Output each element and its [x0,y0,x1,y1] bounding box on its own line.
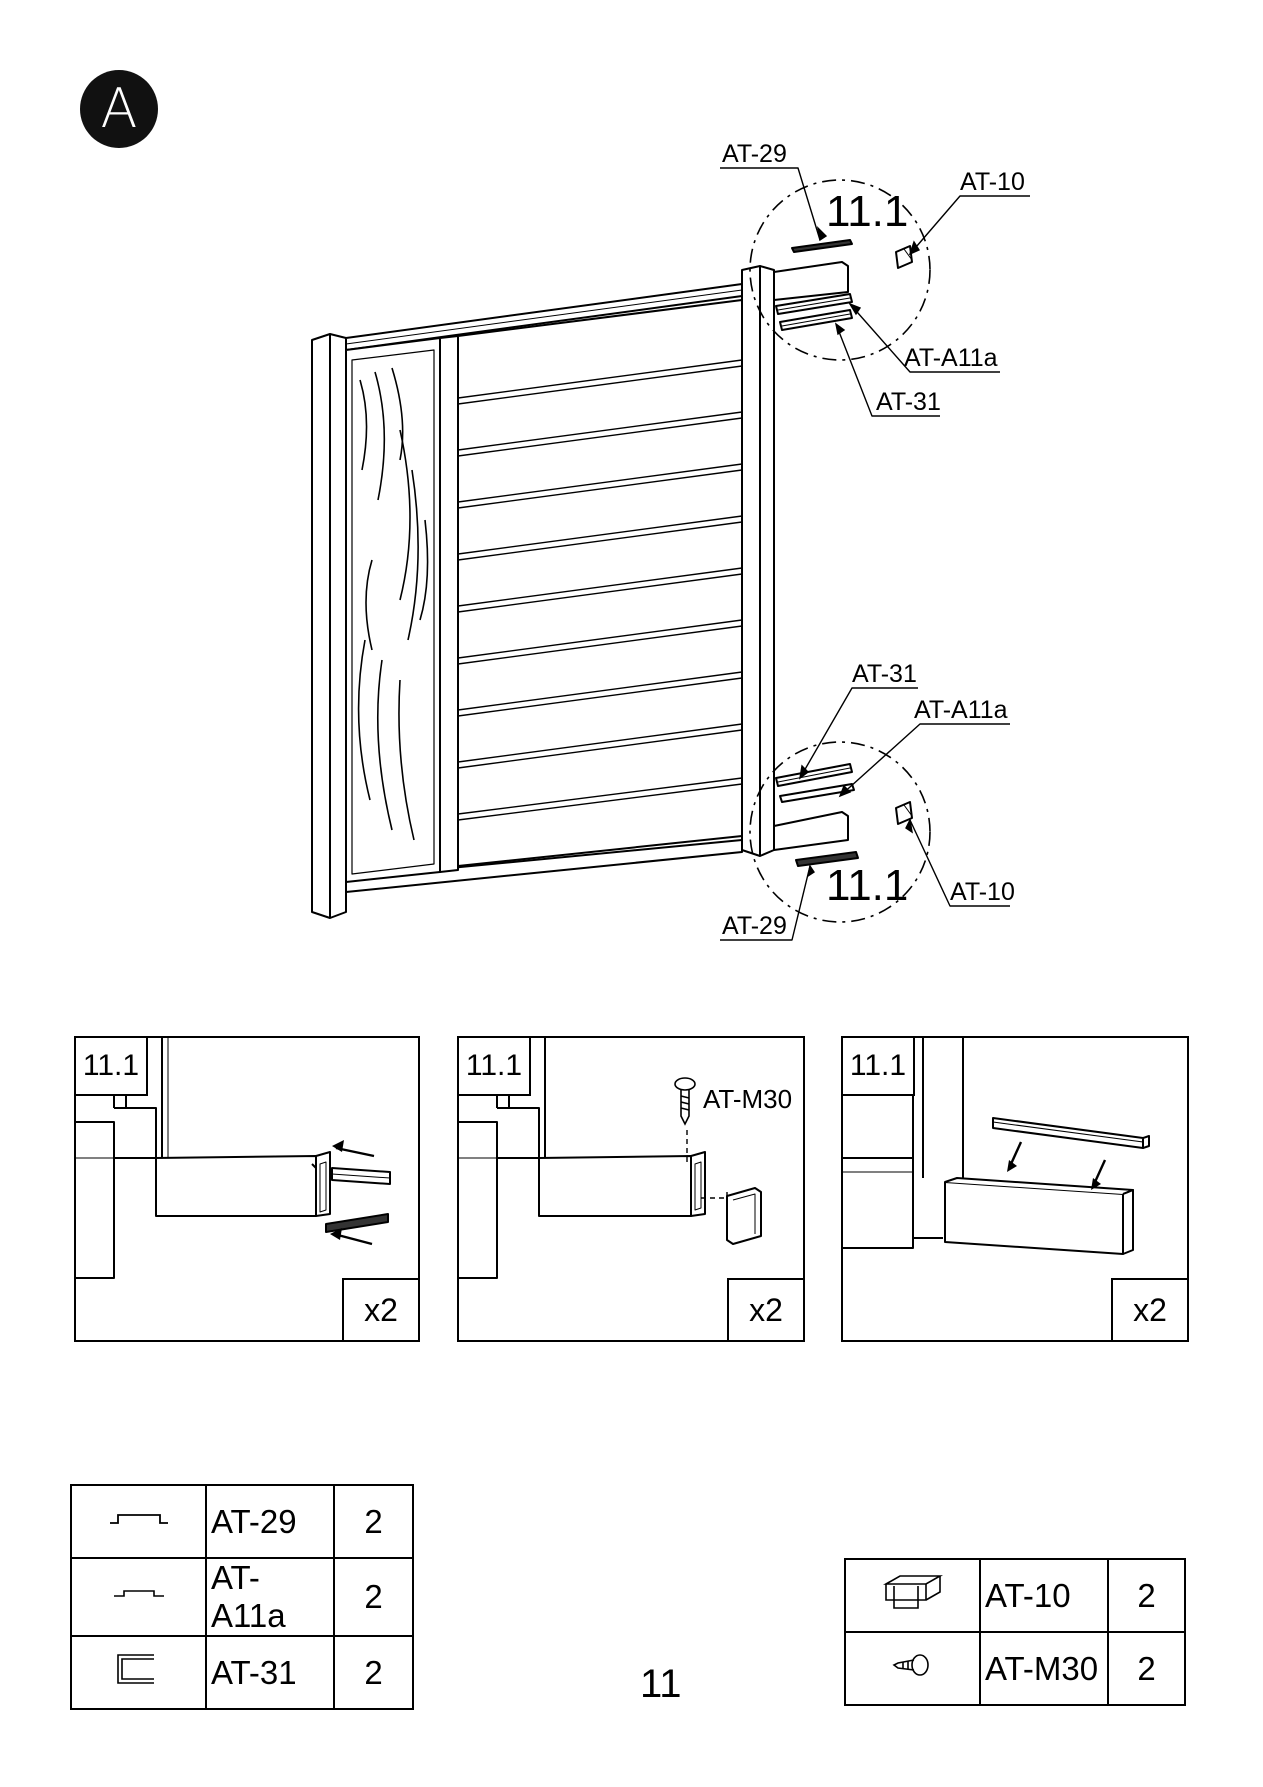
step-badge: A [80,70,158,148]
screw-icon [844,1631,981,1706]
parts-table-right: AT-10 2 AT-M30 2 [844,1558,1186,1706]
part-code: AT-29 [205,1484,335,1559]
panel-3-illustration [843,1038,1150,1255]
detail-panel-3: 11.1 x2 [841,1036,1189,1342]
callout-top-ata11a: AT-A11a [904,344,998,372]
parts-row: AT-29 2 [70,1484,414,1559]
panel-2-screw-label: AT-M30 [703,1084,792,1114]
parts-row: AT-A11a 2 [70,1557,414,1637]
panel-2-quantity: x2 [727,1278,803,1340]
part-code: AT-A11a [205,1557,335,1637]
part-code: AT-10 [979,1558,1109,1633]
profile-at31-icon [70,1635,207,1710]
detail-label-top: 11.1 [826,187,908,236]
detail-label-bottom: 11.1 [826,861,908,910]
detail-panel-1: 11.1 x2 [74,1036,420,1342]
parts-row: AT-M30 2 [844,1631,1186,1706]
panel-1-quantity: x2 [342,1278,418,1340]
part-code: AT-M30 [979,1631,1109,1706]
gate-overview-illustration: AT-29 AT-10 11.1 AT-A11a AT-31 AT-31 AT-… [311,140,1030,941]
callout-bottom-at10: AT-10 [950,878,1015,906]
callout-top-at31: AT-31 [876,388,941,416]
parts-row: AT-10 2 [844,1558,1186,1633]
part-quantity: 2 [1107,1558,1186,1633]
callout-bottom-at29: AT-29 [722,912,787,940]
callout-bottom-at31: AT-31 [852,660,917,688]
page-number: 11 [640,1662,682,1706]
callout-bottom-ata11a: AT-A11a [914,696,1008,724]
screw-illustration [674,1077,696,1126]
part-quantity: 2 [333,1557,414,1637]
profile-at29-icon [70,1484,207,1559]
detail-panel-2: AT-M30 11.1 x2 [457,1036,805,1342]
part-quantity: 2 [1107,1631,1186,1706]
parts-table-left: AT-29 2 AT-A11a 2 AT-31 2 [70,1484,414,1710]
part-quantity: 2 [333,1484,414,1559]
panel-1-illustration [76,1038,391,1279]
panel-2-detail-number: 11.1 [459,1038,531,1096]
end-cap-icon [844,1558,981,1633]
panel-2-illustration: AT-M30 [459,1038,792,1279]
profile-ata11a-icon [70,1557,207,1637]
part-code: AT-31 [205,1635,335,1710]
panel-1-detail-number: 11.1 [76,1038,148,1096]
part-quantity: 2 [333,1635,414,1710]
callout-top-at29: AT-29 [722,140,787,168]
parts-row: AT-31 2 [70,1635,414,1710]
callout-top-at10: AT-10 [960,168,1025,196]
panel-3-detail-number: 11.1 [843,1038,915,1096]
panel-3-quantity: x2 [1111,1278,1187,1340]
